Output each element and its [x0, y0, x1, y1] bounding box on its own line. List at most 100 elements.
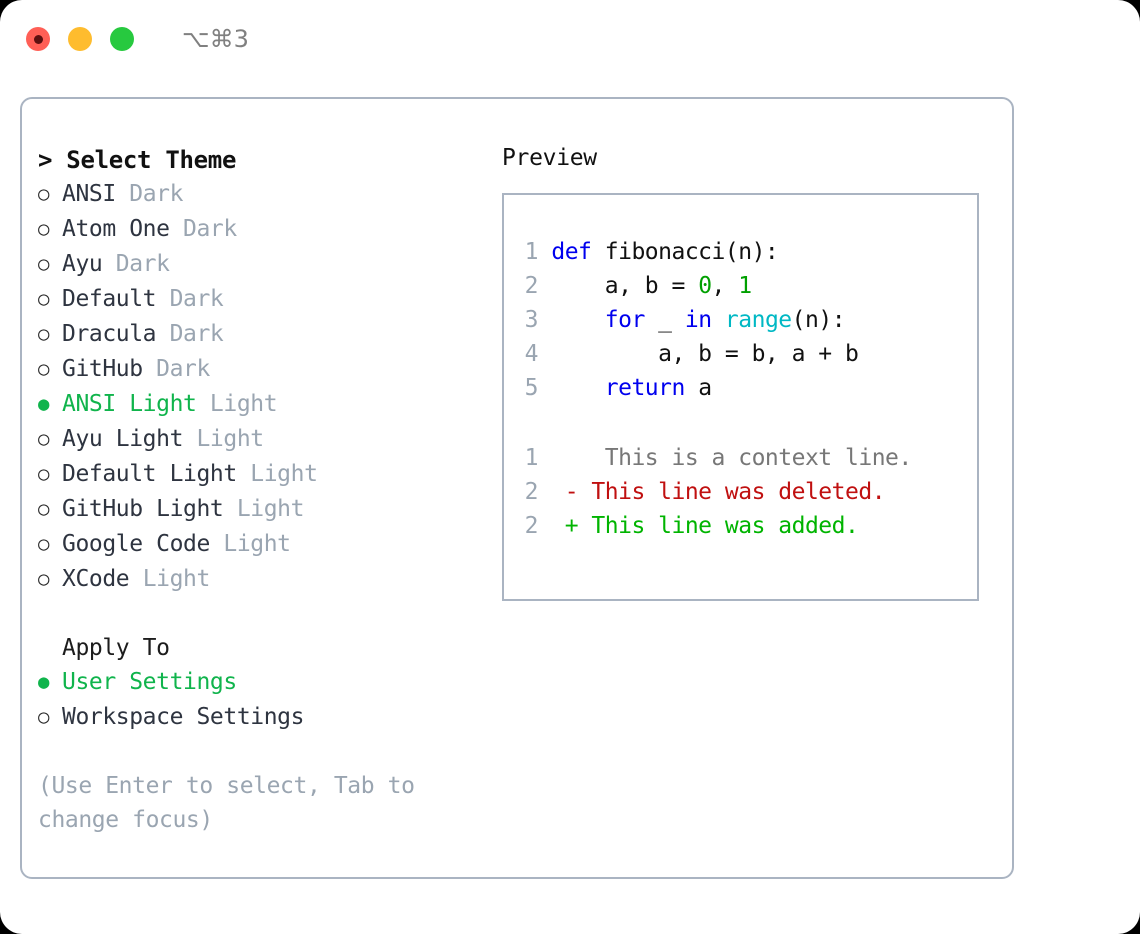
line-number: 1: [524, 239, 539, 265]
theme-list-item[interactable]: ○ Google Code Light: [38, 527, 488, 562]
preview-column: Preview 1 def fibonacci(n):2 a, b = 0, 1…: [502, 143, 992, 601]
code-line: 1 def fibonacci(n):: [516, 235, 977, 269]
line-number: 5: [524, 375, 539, 401]
theme-list-item[interactable]: ○Atom One Dark: [38, 212, 488, 247]
preview-heading: Preview: [502, 145, 597, 171]
theme-variant-tag: Light: [209, 531, 291, 557]
diff-marker: +: [564, 513, 579, 539]
theme-variant-tag: Light: [183, 426, 264, 452]
theme-name: GitHub: [62, 356, 143, 382]
code-line: 3 for _ in range(n):: [516, 303, 977, 337]
theme-name: GitHub Light: [62, 496, 224, 522]
theme-name: ANSI Light: [62, 391, 197, 417]
theme-variant-tag: Light: [223, 496, 305, 522]
apply-to-option[interactable]: ○Workspace Settings: [38, 700, 488, 735]
keyboard-shortcut-label: ⌥⌘3: [182, 25, 249, 53]
theme-list-item[interactable]: ○ ANSI Dark: [38, 177, 488, 212]
apply-to-list[interactable]: ● User Settings ○Workspace Settings: [38, 665, 488, 735]
code-line: 5 return a: [516, 371, 977, 405]
code-token: return: [604, 375, 686, 401]
theme-variant-tag: Dark: [142, 356, 210, 382]
apply-to-option[interactable]: ● User Settings: [38, 665, 488, 700]
theme-variant-tag: Dark: [156, 321, 224, 347]
gutter-space: [538, 375, 551, 401]
code-token: ,: [711, 273, 739, 299]
gutter-space: [538, 307, 551, 333]
traffic-lights: [26, 27, 134, 51]
code-token: def: [551, 239, 605, 265]
theme-list-item[interactable]: ○ Dracula Dark: [38, 317, 488, 352]
radio-unselected-icon[interactable]: ○: [38, 463, 50, 485]
window-titlebar: ⌥⌘3: [0, 0, 1140, 78]
code-token: range: [724, 307, 792, 333]
code-line: 2 a, b = 0, 1: [516, 269, 977, 303]
code-token: for: [604, 307, 646, 333]
code-token: in: [684, 307, 712, 333]
theme-name: XCode: [62, 566, 130, 592]
radio-unselected-icon[interactable]: ○: [38, 183, 50, 205]
radio-unselected-icon[interactable]: ○: [38, 498, 50, 520]
line-number: 1: [524, 445, 539, 471]
theme-list-item[interactable]: ○ GitHub Dark: [38, 352, 488, 387]
gutter-space: [538, 273, 551, 299]
theme-name: Google Code: [62, 531, 210, 557]
radio-unselected-icon[interactable]: ○: [38, 358, 50, 380]
code-diff-gap: [516, 405, 977, 441]
theme-list-item[interactable]: ○Default Light Light: [38, 457, 488, 492]
code-token: a, b = b, a + b: [551, 341, 859, 367]
theme-name: ANSI: [62, 181, 116, 207]
radio-unselected-icon[interactable]: ○: [38, 218, 50, 240]
theme-name: Default: [62, 286, 157, 312]
radio-selected-icon[interactable]: ●: [38, 671, 50, 693]
code-line: 4 a, b = b, a + b: [516, 337, 977, 371]
line-number: 2: [524, 479, 539, 505]
line-number: 4: [524, 341, 539, 367]
theme-list-item[interactable]: ●ANSI Light Light: [38, 387, 488, 422]
radio-unselected-icon[interactable]: ○: [38, 568, 50, 590]
line-number: 2: [524, 513, 539, 539]
code-token: 1: [738, 273, 752, 299]
apply-to-heading: Apply To: [62, 635, 170, 661]
radio-unselected-icon[interactable]: ○: [38, 253, 50, 275]
diff-line: 2 + This line was added.: [516, 509, 977, 543]
maximize-button[interactable]: [110, 27, 134, 51]
minimize-button[interactable]: [68, 27, 92, 51]
theme-name: Ayu Light: [62, 426, 184, 452]
theme-variant-tag: Dark: [156, 286, 224, 312]
radio-unselected-icon[interactable]: ○: [38, 323, 50, 345]
theme-list-item[interactable]: ○ Default Dark: [38, 282, 488, 317]
theme-name: Ayu: [62, 251, 103, 277]
theme-variant-tag: Light: [129, 566, 211, 592]
diff-sample: 1 This is a context line. 2 - This line w…: [516, 441, 977, 543]
radio-unselected-icon[interactable]: ○: [38, 428, 50, 450]
theme-variant-tag: Dark: [115, 181, 184, 207]
radio-unselected-icon[interactable]: ○: [38, 288, 50, 310]
theme-name: Default Light: [62, 461, 237, 487]
diff-text: This line was added.: [578, 513, 859, 539]
diff-text: This line was deleted.: [578, 479, 886, 505]
theme-list-item[interactable]: ○ XCode Light: [38, 562, 488, 597]
radio-unselected-icon[interactable]: ○: [38, 706, 50, 728]
theme-list[interactable]: ○ANSI Dark○Atom One Dark○Ayu Dark○Defaul…: [38, 177, 488, 597]
keyboard-hint-text: (Use Enter to select, Tab to change focu…: [38, 773, 415, 833]
theme-list-item[interactable]: ○ GitHub Light Light: [38, 492, 488, 527]
diff-text: This is a context line.: [578, 445, 912, 471]
theme-variant-tag: Dark: [169, 216, 237, 242]
close-button[interactable]: [26, 27, 50, 51]
line-number: 2: [524, 273, 539, 299]
diff-marker: -: [564, 479, 579, 505]
apply-to-label: User Settings: [62, 669, 237, 695]
theme-list-item[interactable]: ○ Ayu Light Light: [38, 422, 488, 457]
line-number: 3: [524, 307, 539, 333]
code-token: a, b =: [551, 273, 699, 299]
radio-unselected-icon[interactable]: ○: [38, 533, 50, 555]
code-token: [551, 307, 604, 333]
theme-list-item[interactable]: ○Ayu Dark: [38, 247, 488, 282]
radio-selected-icon[interactable]: ●: [38, 393, 50, 415]
theme-name: Dracula: [62, 321, 157, 347]
diff-marker: [565, 445, 578, 471]
gutter-space: [538, 513, 565, 539]
